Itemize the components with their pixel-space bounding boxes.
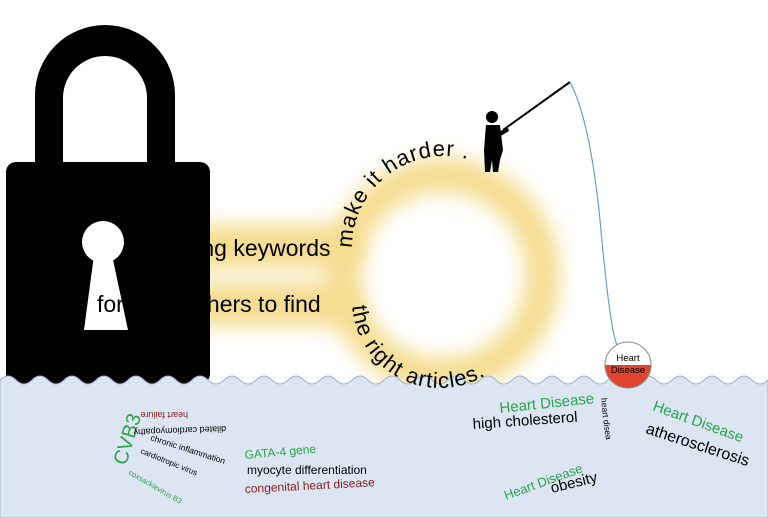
keyword-gata4: GATA-4 gene <box>244 442 317 462</box>
keyword-myocyte: myocyte differentiation <box>247 463 367 477</box>
bobber-word2: Disease <box>611 365 645 376</box>
fishing-line <box>569 81 618 346</box>
keyword-dilated-cardiomyopathy: dilated cardiomyopathy <box>133 424 226 437</box>
fisherman-icon <box>484 111 509 172</box>
bobber-word1: Heart <box>616 353 640 364</box>
bobber-icon: Heart Disease <box>604 341 652 389</box>
key-text-line2: for researchers to find <box>97 291 321 317</box>
keyhole-icon <box>82 221 128 330</box>
keyword-heart-failure: heart failure <box>140 410 188 420</box>
keyword-cluster-middle: GATA-4 gene myocyte differentiation cong… <box>244 442 375 496</box>
keyword-congenital: congenital heart disease <box>244 475 375 496</box>
fishing-rod <box>502 81 571 131</box>
padlock-icon <box>6 25 210 384</box>
key-text-line1: …missing keywords <box>126 235 331 261</box>
